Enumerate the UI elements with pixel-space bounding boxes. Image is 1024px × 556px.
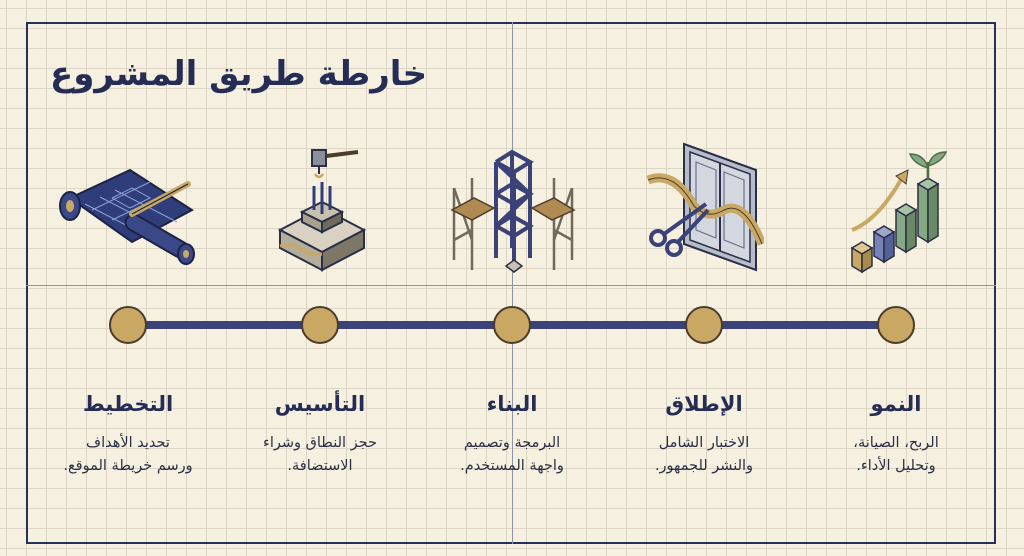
stage-description-line: البرمجة وتصميم [463, 435, 561, 451]
stage-description-line: الاستضافة. [287, 458, 353, 474]
foundation-block-icon [277, 149, 367, 272]
diagram-frame [26, 22, 996, 544]
stage-description: الاختبار الشامل والنشر للجمهور. [609, 432, 799, 478]
stage-title: النمو [870, 392, 922, 416]
blueprint-scroll-icon [59, 168, 195, 265]
stage-description-line: وتحليل الأداء. [856, 458, 936, 474]
scaffolding-frame-icon [450, 149, 576, 273]
stage-description-line: تحديد الأهداف [86, 435, 170, 451]
stage-description-line: الاختبار الشامل [658, 435, 750, 451]
growth-bars-icon [850, 151, 948, 274]
stage-title: البناء [486, 392, 538, 416]
stage-description: الربح، الصيانة، وتحليل الأداء. [801, 432, 991, 478]
timeline-node [301, 306, 339, 344]
vertical-axis-line [512, 22, 513, 544]
timeline-node [493, 306, 531, 344]
timeline-node [685, 306, 723, 344]
stage-description: تحديد الأهداف ورسم خريطة الموقع. [33, 432, 223, 478]
stage-title: التخطيط [82, 392, 174, 416]
stage-description-line: الربح، الصيانة، [853, 435, 939, 451]
stage-title: التأسيس [274, 392, 366, 416]
timeline-node [109, 306, 147, 344]
stage-description: حجز النطاق وشراء الاستضافة. [225, 432, 415, 478]
ribbon-cutting-door-icon [646, 142, 764, 272]
timeline-node [877, 306, 915, 344]
stage-description-line: ورسم خريطة الموقع. [63, 458, 193, 474]
page-title: خارطة طريق المشروع [50, 54, 428, 94]
stage-description-line: والنشر للجمهور. [654, 458, 754, 474]
stage-title: الإطلاق [665, 392, 743, 416]
stage-description-line: حجز النطاق وشراء [263, 435, 377, 451]
horizontal-axis-line [26, 285, 996, 286]
stage-description-line: واجهة المستخدم. [460, 458, 564, 474]
stage-description: البرمجة وتصميم واجهة المستخدم. [417, 432, 607, 478]
